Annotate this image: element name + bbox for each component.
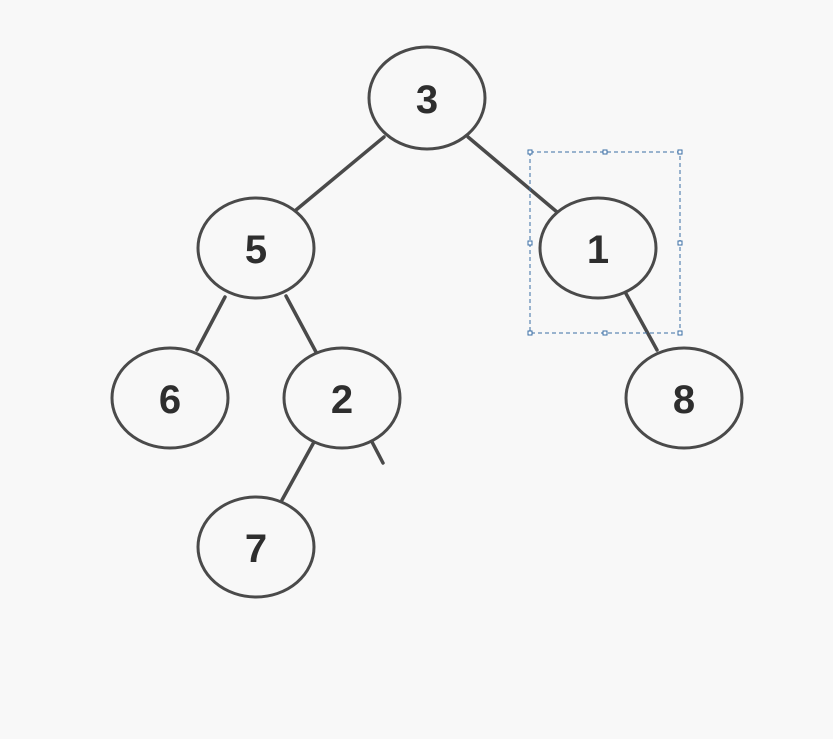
edges bbox=[195, 135, 659, 502]
tree-node-3[interactable]: 3 bbox=[367, 45, 487, 151]
node-label: 7 bbox=[245, 527, 267, 571]
tree-node-1[interactable]: 1 bbox=[538, 196, 658, 300]
node-circle bbox=[196, 495, 316, 599]
edge-3-1 bbox=[466, 135, 559, 214]
node-circle bbox=[624, 346, 744, 450]
node-label: 1 bbox=[587, 228, 609, 272]
tree-node-7[interactable]: 7 bbox=[196, 495, 316, 599]
node-circle bbox=[367, 45, 487, 151]
node-label: 3 bbox=[416, 78, 438, 122]
resize-handle-w[interactable] bbox=[527, 240, 533, 246]
node-circle bbox=[282, 346, 402, 450]
node-circle bbox=[110, 346, 230, 450]
edge-2-stub bbox=[369, 438, 385, 465]
tree-node-6[interactable]: 6 bbox=[110, 346, 230, 450]
node-label: 2 bbox=[331, 378, 353, 422]
tree-node-8[interactable]: 8 bbox=[624, 346, 744, 450]
node-label: 5 bbox=[245, 228, 267, 272]
tree-node-2[interactable]: 2 bbox=[282, 346, 402, 450]
edge-2-7 bbox=[280, 440, 316, 502]
resize-handle-sw[interactable] bbox=[527, 330, 533, 336]
resize-handle-e[interactable] bbox=[677, 240, 683, 246]
resize-handle-se[interactable] bbox=[677, 330, 683, 336]
resize-handle-n[interactable] bbox=[602, 149, 608, 155]
edge-1-8 bbox=[622, 288, 659, 352]
node-label: 8 bbox=[673, 378, 695, 422]
node-circle bbox=[538, 196, 658, 300]
node-label: 6 bbox=[159, 378, 181, 422]
edge-3-5 bbox=[294, 135, 386, 212]
edge-5-2 bbox=[284, 294, 318, 354]
tree-node-5[interactable]: 5 bbox=[196, 196, 316, 300]
node-circle bbox=[196, 196, 316, 300]
resize-handle-ne[interactable] bbox=[677, 149, 683, 155]
selection-box[interactable] bbox=[527, 149, 683, 336]
resize-handle-nw[interactable] bbox=[527, 149, 533, 155]
resize-handle-s[interactable] bbox=[602, 330, 608, 336]
edge-5-6 bbox=[195, 295, 227, 352]
